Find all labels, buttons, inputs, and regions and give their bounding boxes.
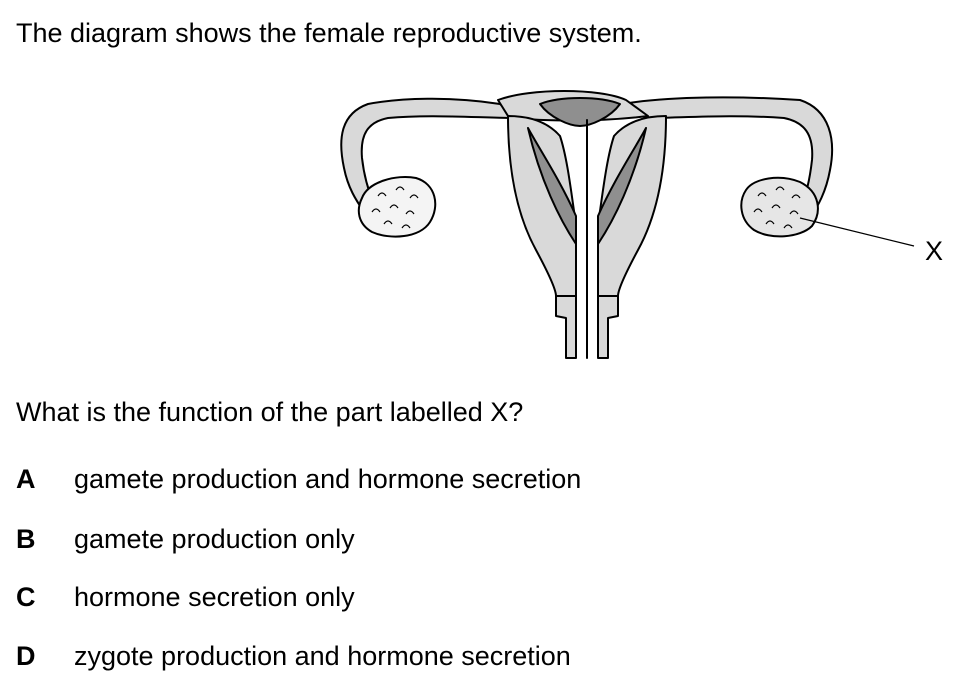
option-c-text: hormone secretion only bbox=[74, 582, 355, 612]
option-b-letter: B bbox=[16, 524, 36, 554]
uterine-cavity-top bbox=[539, 97, 621, 127]
endometrium-right bbox=[597, 127, 647, 245]
intro-text: The diagram shows the female reproductiv… bbox=[16, 18, 642, 48]
label-x: X bbox=[925, 236, 943, 266]
option-b-text: gamete production only bbox=[74, 524, 355, 554]
cervix bbox=[555, 295, 577, 359]
option-a-letter: A bbox=[16, 464, 36, 494]
option-d-text: zygote production and hormone secretion bbox=[74, 641, 571, 671]
option-c-letter: C bbox=[16, 582, 36, 612]
question-text: What is the function of the part labelle… bbox=[16, 397, 524, 427]
option-a-text: gamete production and hormone secretion bbox=[74, 464, 582, 494]
cervix-right bbox=[597, 295, 619, 359]
label-x-leader bbox=[799, 217, 915, 247]
endometrium-left bbox=[527, 127, 577, 245]
option-d-letter: D bbox=[16, 641, 36, 671]
